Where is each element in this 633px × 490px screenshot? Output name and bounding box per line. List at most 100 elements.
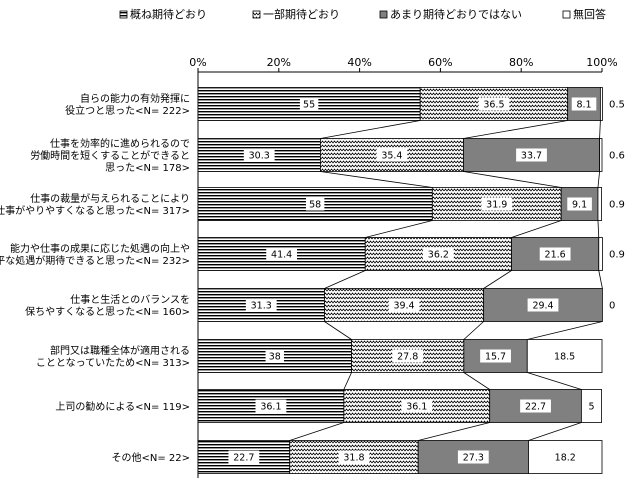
data-label-bg-5-3 [549,349,581,363]
category-label-5-0: 部門又は職種全体が適用される [50,344,190,357]
category-label-3-0: 能力や仕事の成果に応じた処遇の向上や [10,242,190,255]
x-tick-label-0: 0% [189,56,206,69]
data-label-7-1: 31.8 [343,453,364,464]
data-label-bg-4-2 [527,298,559,312]
data-label-7-2: 27.3 [463,453,484,464]
connector-0-2 [463,120,568,139]
legend-swatch-0 [119,10,128,19]
connector-1-2 [463,171,562,188]
data-label-6-1: 36.1 [406,402,427,413]
legend-label-3: 無回答 [573,7,606,21]
connector-1-1 [320,171,433,188]
category-label-1-2: 思った<N= 178> [105,162,190,174]
connector-2-3 [597,220,600,238]
connector-2-2 [511,220,562,238]
data-label-4-0: 31.3 [251,301,272,312]
data-label-bg-7-2 [457,450,489,464]
data-label-5-1: 27.8 [397,352,418,363]
legend-label-0: 概ね期待どおり [130,7,207,21]
category-label-3-1: 公平な処遇が期待できると思った<N= 232> [0,254,190,267]
data-label-bg-5-0 [265,349,284,363]
data-label-0-3: 0.5 [609,100,625,111]
data-label-4-3: 0 [609,301,615,312]
data-label-bg-6-1 [401,399,433,413]
data-label-5-2: 15.7 [485,352,506,363]
data-label-bg-2-2 [567,197,592,211]
connector-6-1 [289,422,344,441]
legend-label-2: あまり期待どおりではない [390,7,522,21]
data-label-bg-5-1 [392,349,424,363]
data-label-6-3: 5 [588,402,594,413]
x-tick-label-3: 60% [428,56,452,69]
bar-2-3 [597,187,602,221]
data-label-2-3: 0.9 [609,200,625,211]
data-label-bg-6-2 [520,399,551,413]
connector-0-1 [320,120,421,139]
data-label-4-1: 39.4 [393,301,414,312]
connector-1-3 [597,171,600,188]
data-label-bg-6-3 [585,399,598,413]
category-label-2-0: 仕事の裁量が与えられることにより [30,192,190,205]
data-label-bg-2-0 [305,197,325,211]
category-label-4-1: 保ちやすくなると思った<N= 160> [25,305,190,318]
connector-lines [289,120,603,441]
data-label-6-2: 22.7 [525,402,546,413]
data-label-bg-5-2 [480,349,511,363]
connector-2-1 [365,220,433,238]
connector-0-3 [599,120,601,139]
data-label-1-0: 30.3 [249,151,270,162]
connector-4-3 [527,321,603,340]
category-label-0-0: 自らの能力の有効発揮に [80,92,190,105]
data-label-5-3: 18.5 [554,352,575,363]
data-label-bg-7-3 [549,450,581,464]
data-label-bg-1-2 [516,148,547,162]
category-label-1-1: 労働時間を短くすることができると [30,149,190,162]
data-label-7-0: 22.7 [233,453,254,464]
data-label-3-0: 41.4 [271,250,292,261]
data-label-bg-4-1 [388,298,420,312]
data-label-bg-2-1 [481,197,513,211]
data-label-bg-4-0 [245,298,277,312]
data-label-2-1: 31.9 [486,200,507,211]
bar-1-3 [599,138,603,172]
data-label-2-2: 9.1 [572,200,587,211]
connector-3-3 [598,270,603,289]
connector-6-2 [418,422,490,441]
data-label-4-2: 29.4 [532,301,553,312]
data-label-bg-3-2 [539,247,571,261]
category-label-6-0: 上司の勧めによる<N= 119> [55,400,190,413]
connector-4-1 [324,321,352,340]
data-label-3-1: 36.2 [428,250,449,261]
legend-swatch-2 [379,10,388,19]
category-label-0-1: 役立つと思った<N= 222> [65,104,190,117]
x-tick-label-2: 40% [347,56,371,69]
x-tick-label-1: 20% [267,56,291,69]
x-tick-label-4: 80% [509,56,533,69]
x-axis: 0% 20% 40% 60% 80% 100% [189,56,618,478]
connector-5-1 [343,372,352,390]
bar-3-3 [598,237,603,271]
data-label-0-1: 36.5 [483,100,504,111]
data-label-6-0: 36.1 [260,402,281,413]
data-label-7-3: 18.2 [555,453,576,464]
connector-5-2 [463,372,490,390]
category-label-4-0: 仕事と生活とのバランスを [70,293,190,306]
data-label-bg-3-0 [266,247,298,261]
data-label-3-3: 0.9 [609,250,625,261]
legend-label-1: 一部期待どおり [263,7,340,21]
data-label-bg-0-2 [571,97,597,111]
category-label-2-1: 仕事がやりやすくなると思った<N= 317> [0,204,190,217]
x-tick-label-5: 100% [586,56,617,69]
data-label-1-2: 33.7 [521,151,542,162]
data-label-0-2: 8.1 [576,100,591,111]
data-label-bg-0-1 [478,97,510,111]
legend: 概ね期待どおり 一部期待どおり あまり期待どおりではない 無回答 [119,7,606,21]
bar-0-3 [599,87,603,121]
legend-swatch-3 [562,10,571,19]
data-label-1-3: 0.6 [609,151,625,162]
data-label-bg-1-0 [243,148,275,162]
data-label-bg-3-1 [422,247,454,261]
connector-4-2 [463,321,484,340]
